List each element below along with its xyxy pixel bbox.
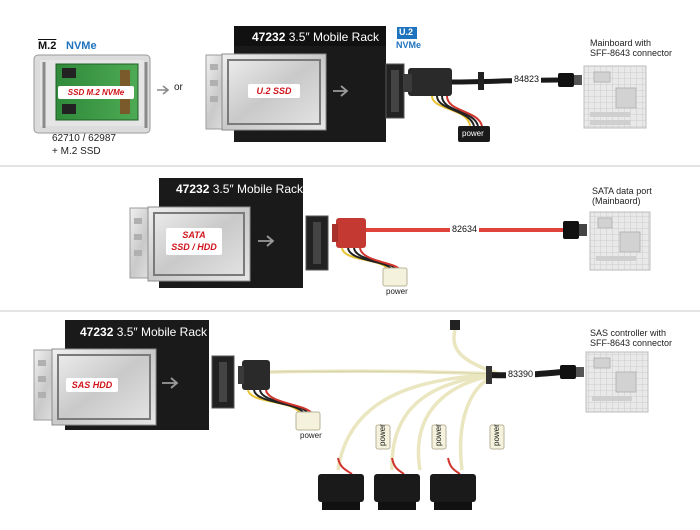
sideband-plug <box>450 320 460 330</box>
cable-code-83390: 83390 <box>506 369 536 379</box>
rack-2-number: 47232 <box>176 182 210 196</box>
sas-drive-connectors <box>318 457 476 510</box>
u2-badge <box>397 27 417 39</box>
arrow-icon <box>258 235 275 247</box>
nvme-label: NVMe <box>66 40 97 52</box>
sas-connector-3 <box>430 474 476 502</box>
target-3: SAS controller with SFF-8643 connector <box>590 328 698 348</box>
sas-controller-board <box>585 351 649 413</box>
power-wires-1 <box>431 95 483 127</box>
power-label-1: power <box>462 129 484 138</box>
molex-connector-fanout-3 <box>489 424 505 450</box>
power-label-fanout-2: power <box>434 424 443 446</box>
rack-1-name: 3.5″ Mobile Rack <box>288 30 380 44</box>
rack-2-name: 3.5″ Mobile Rack <box>212 182 304 196</box>
fanout-cable-outlines <box>269 370 501 375</box>
rack-1-number: 47232 <box>252 30 286 44</box>
rack-1-title: 47232 3.5″ Mobile Rack <box>252 30 379 44</box>
or-label: or <box>174 82 183 93</box>
target-1: Mainboard with SFF-8643 connector <box>590 38 698 58</box>
molex-connector-3 <box>295 411 321 431</box>
target-2-line2: (Mainbaord) <box>592 196 641 206</box>
target-1-line1: Mainboard with <box>590 38 652 48</box>
power-wires-3 <box>247 389 313 415</box>
rack-3-title: 47232 3.5″ Mobile Rack <box>80 325 207 339</box>
power-label-fanout-3: power <box>492 424 501 446</box>
m2-caption-line2: + M.2 SSD <box>52 146 101 157</box>
rack-2-title: 47232 3.5″ Mobile Rack <box>176 182 303 196</box>
rack-3-number: 47232 <box>80 325 114 339</box>
sas-drive-label: SAS HDD <box>66 378 118 392</box>
arrow-icon <box>333 85 349 97</box>
sas-connector-2 <box>374 474 420 502</box>
cable-code-82634: 82634 <box>450 224 480 234</box>
m2-caption-line1: 62710 / 62987 <box>52 133 116 144</box>
power-label-fanout-1: power <box>378 424 387 446</box>
power-label-2: power <box>386 287 408 296</box>
sata-drive-label: SATA SSD / HDD <box>166 228 222 255</box>
u2-drive-label: U.2 SSD <box>248 84 300 98</box>
sata-combo-plug <box>336 218 366 248</box>
power-label-3: power <box>300 431 322 440</box>
mainboard-2 <box>589 211 651 271</box>
m2-label: M.2 <box>38 40 57 52</box>
arrow-icon <box>157 85 170 95</box>
target-3-line1: SAS controller with <box>590 328 667 338</box>
target-1-line2: SFF-8643 connector <box>590 48 673 58</box>
molex-connector-fanout-1 <box>375 424 391 450</box>
target-2: SATA data port (Mainbaord) <box>592 186 696 206</box>
power-wires-2 <box>341 247 401 271</box>
sata-power-connector-1 <box>458 126 490 142</box>
sas-combo-plug <box>242 360 270 390</box>
sff8643-cable-1 <box>451 77 561 85</box>
cable-code-84823: 84823 <box>512 74 542 84</box>
sata-drive-label-line1: SATA <box>182 230 206 240</box>
sata-drive-label-line2: SSD / HDD <box>171 242 217 252</box>
u2-badge-label: U.2 <box>399 27 414 37</box>
sas-connector-1 <box>318 474 364 502</box>
molex-connector-2 <box>382 267 408 287</box>
u2-cable-plug <box>408 68 452 96</box>
rack-2-tray <box>129 206 251 282</box>
molex-connector-fanout-2 <box>431 424 447 450</box>
target-2-line1: SATA data port <box>592 186 652 196</box>
rack-3-name: 3.5″ Mobile Rack <box>116 325 208 339</box>
arrow-icon <box>162 377 179 389</box>
section-3 <box>33 320 649 510</box>
m2-drive-label: SSD M.2 NVMe <box>58 86 134 99</box>
target-3-line2: SFF-8643 connector <box>590 338 673 348</box>
u2-nvme-label: NVMe <box>396 40 422 50</box>
mainboard-1 <box>583 65 647 129</box>
